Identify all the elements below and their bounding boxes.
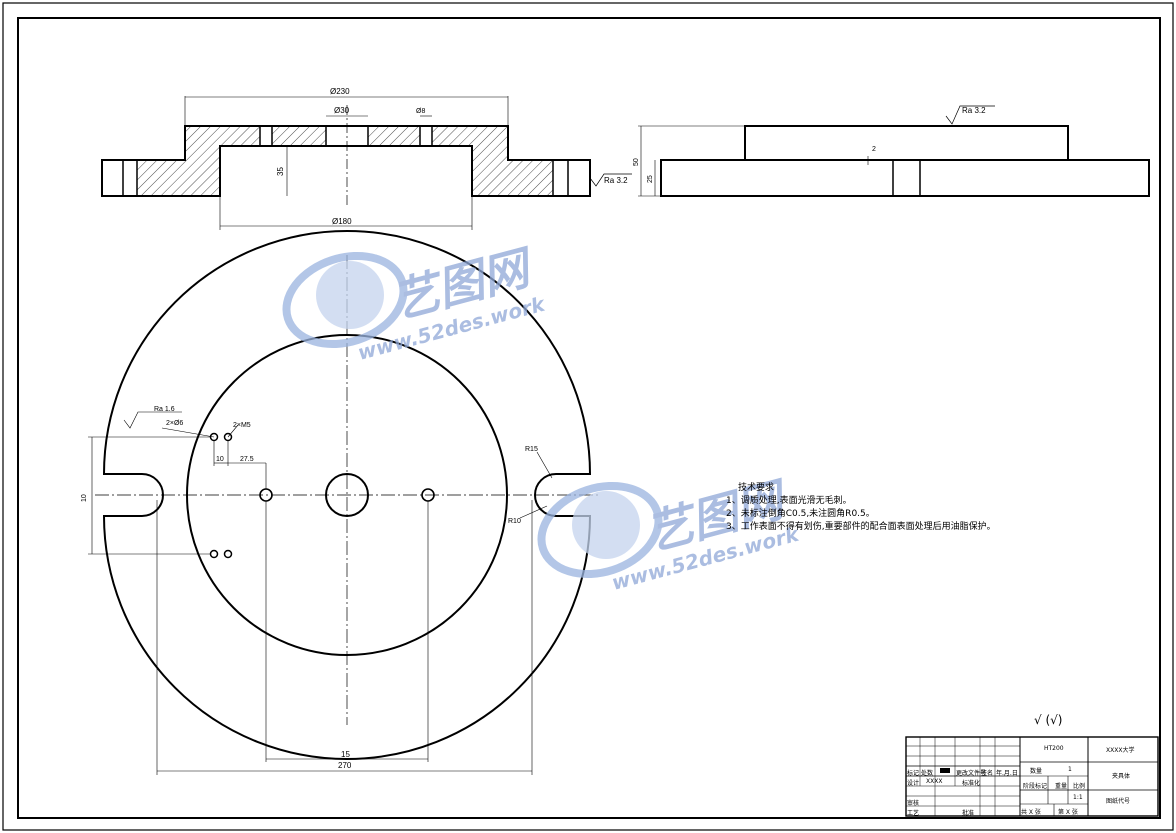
- hole-note: 2×Ø6: [166, 420, 183, 427]
- tb-review-label: 审核: [907, 800, 920, 807]
- slot-width-label: 10: [81, 494, 88, 502]
- tb-process-label: 工艺: [907, 810, 920, 817]
- section-view: Ø230 Ø30 Ø8 35 Ø180 Ra 3.2: [101, 87, 632, 230]
- tb-design-label: 设计: [907, 780, 920, 787]
- dim-recess-dia: Ø180: [332, 217, 352, 226]
- tech-req-item-3: 3、工作表面不得有划伤,重要部件的配合面表面处理后用油脂保护。: [726, 522, 996, 532]
- tb-approve-label: 批准: [962, 810, 975, 817]
- tb-count-label: 处数: [921, 770, 934, 777]
- inner-frame: [17, 17, 1161, 819]
- tb-scale-value: 1:1: [1073, 794, 1083, 801]
- ra-top-label: Ra 3.2: [962, 106, 986, 115]
- tb-stage-label: 阶段标记: [1023, 783, 1048, 790]
- tb-qty-label: 数量: [1030, 768, 1043, 775]
- watermark-1: 艺图网 www.52des.work: [282, 239, 549, 365]
- tb-weight-label: 重量: [1055, 783, 1068, 790]
- dim-270: 270: [338, 761, 352, 770]
- tb-mark-label: 标记: [907, 770, 920, 777]
- tech-req-title: 技术要求: [738, 483, 775, 493]
- tb-material: HT200: [1044, 745, 1064, 752]
- dim-pin-dia: Ø8: [416, 108, 425, 115]
- thread-note: 2×M5: [233, 422, 251, 429]
- default-roughness-symbol: √ (√): [1034, 713, 1063, 727]
- tb-sheet-no: 第 X 张: [1058, 809, 1078, 816]
- dim-height-base: 25: [647, 175, 654, 183]
- title-block: [905, 736, 1159, 817]
- ra-side-label: Ra 3.2: [604, 176, 628, 185]
- dim-step: 2: [872, 146, 876, 153]
- r10-label: R10: [508, 518, 521, 525]
- dim-275: 27.5: [240, 456, 254, 463]
- dim-outer-dia: Ø230: [330, 87, 350, 96]
- tb-drawing-no: 图纸代号: [1106, 798, 1131, 805]
- tb-sheet-total: 共 X 张: [1021, 809, 1041, 816]
- r15-label: R15: [525, 446, 538, 453]
- tb-scale-label: 比例: [1073, 783, 1086, 790]
- tb-sign-label: 签名: [981, 770, 994, 777]
- dim-15: 15: [341, 750, 350, 759]
- side-view: 2 50 25 Ra 3.2: [633, 105, 1150, 197]
- tech-req-item-2: 2、未标注倒角C0.5,未注圆角R0.5。: [726, 509, 875, 519]
- tech-req-item-1: 1、调质处理,表面光滑无毛刺。: [726, 496, 852, 506]
- ra-hole-label: Ra 1.6: [154, 406, 175, 413]
- tb-design-value: XXXX: [926, 778, 943, 785]
- tb-school: XXXX大学: [1106, 747, 1135, 754]
- dim-10: 10: [216, 456, 224, 463]
- tb-part-name: 夹具体: [1112, 773, 1131, 780]
- dim-depth: 35: [276, 167, 285, 176]
- dim-bore-dia: Ø30: [334, 106, 350, 115]
- dim-height-total: 50: [633, 158, 640, 166]
- tb-std-label: 标准化: [962, 780, 981, 787]
- tb-qty-value: 1: [1068, 766, 1072, 773]
- tb-change-doc: 更改文件号: [956, 770, 987, 777]
- tb-date-label: 年.月.日: [996, 770, 1018, 777]
